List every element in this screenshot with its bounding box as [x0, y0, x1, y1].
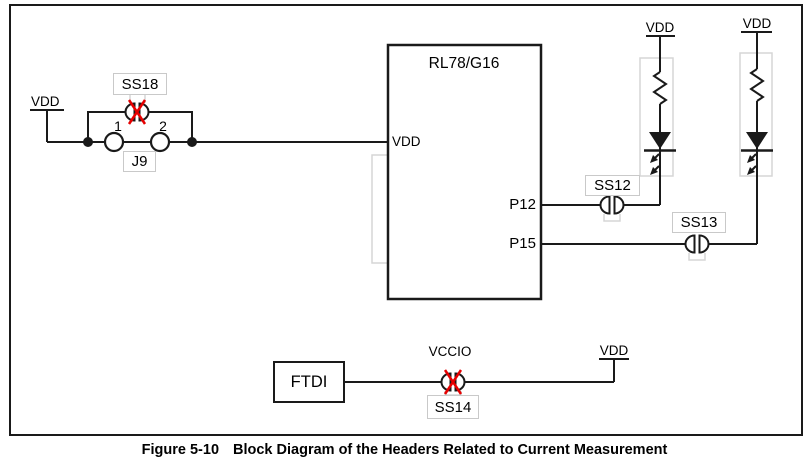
figure-number: Figure 5-10	[141, 442, 220, 458]
ftdi-block	[273, 361, 345, 403]
ss13-label-box: SS13	[672, 212, 726, 233]
vdd-bottom-label: VDD	[599, 343, 629, 358]
mcu-pin-p12-label: P12	[509, 196, 536, 213]
junction-dot	[83, 137, 93, 147]
ss18-label: SS18	[121, 75, 159, 93]
j9-label: J9	[131, 153, 148, 170]
jumper-pin-1-icon	[103, 131, 125, 153]
led-branch1-outline-box	[639, 57, 674, 177]
ss18-cut-x-icon	[127, 99, 147, 125]
j9-label-box: J9	[123, 151, 156, 172]
ss14-cut-x-icon	[443, 369, 463, 395]
jumper-pin2-label: 2	[159, 118, 167, 134]
mcu-title: RL78/G16	[428, 55, 500, 72]
figure-caption: Figure 5-10 Block Diagram of the Headers …	[0, 442, 809, 458]
ss13-label: SS13	[680, 214, 718, 231]
ss12-label-box: SS12	[585, 175, 640, 196]
jumper-pin-2-icon	[149, 131, 171, 153]
mcu-pin-vdd-label: VDD	[392, 134, 421, 149]
solder-bridge-ss18-icon	[124, 99, 150, 125]
ftdi-block-face: FTDI	[274, 362, 344, 402]
jumper-pin1-label: 1	[114, 118, 122, 134]
figure-title: Block Diagram of the Headers Related to …	[233, 442, 668, 458]
ss14-label-box: SS14	[427, 395, 479, 419]
vdd-branch2-label: VDD	[742, 16, 772, 31]
vdd-left-label: VDD	[31, 94, 60, 109]
diagram-frame	[9, 4, 803, 436]
ftdi-label: FTDI	[290, 372, 328, 391]
mcu-block	[386, 43, 543, 301]
mcu-pin-p15-label: P15	[509, 235, 536, 252]
resistor2-icon	[749, 68, 765, 102]
ss18-label-box: SS18	[113, 73, 167, 95]
led2-icon	[741, 132, 773, 175]
ss12-label: SS12	[594, 177, 631, 194]
vccio-label: VCCIO	[428, 344, 472, 359]
solder-bridge-ss14-icon	[440, 369, 466, 395]
junction-dot	[187, 137, 197, 147]
vdd-branch1-label: VDD	[645, 20, 675, 35]
led1-icon	[644, 132, 676, 175]
wires	[30, 31, 772, 383]
solder-bridge-ss13-icon	[684, 234, 710, 254]
ss14-label: SS14	[434, 398, 472, 416]
solder-bridge-ss12-icon	[599, 195, 625, 215]
resistor1-icon	[652, 71, 668, 105]
